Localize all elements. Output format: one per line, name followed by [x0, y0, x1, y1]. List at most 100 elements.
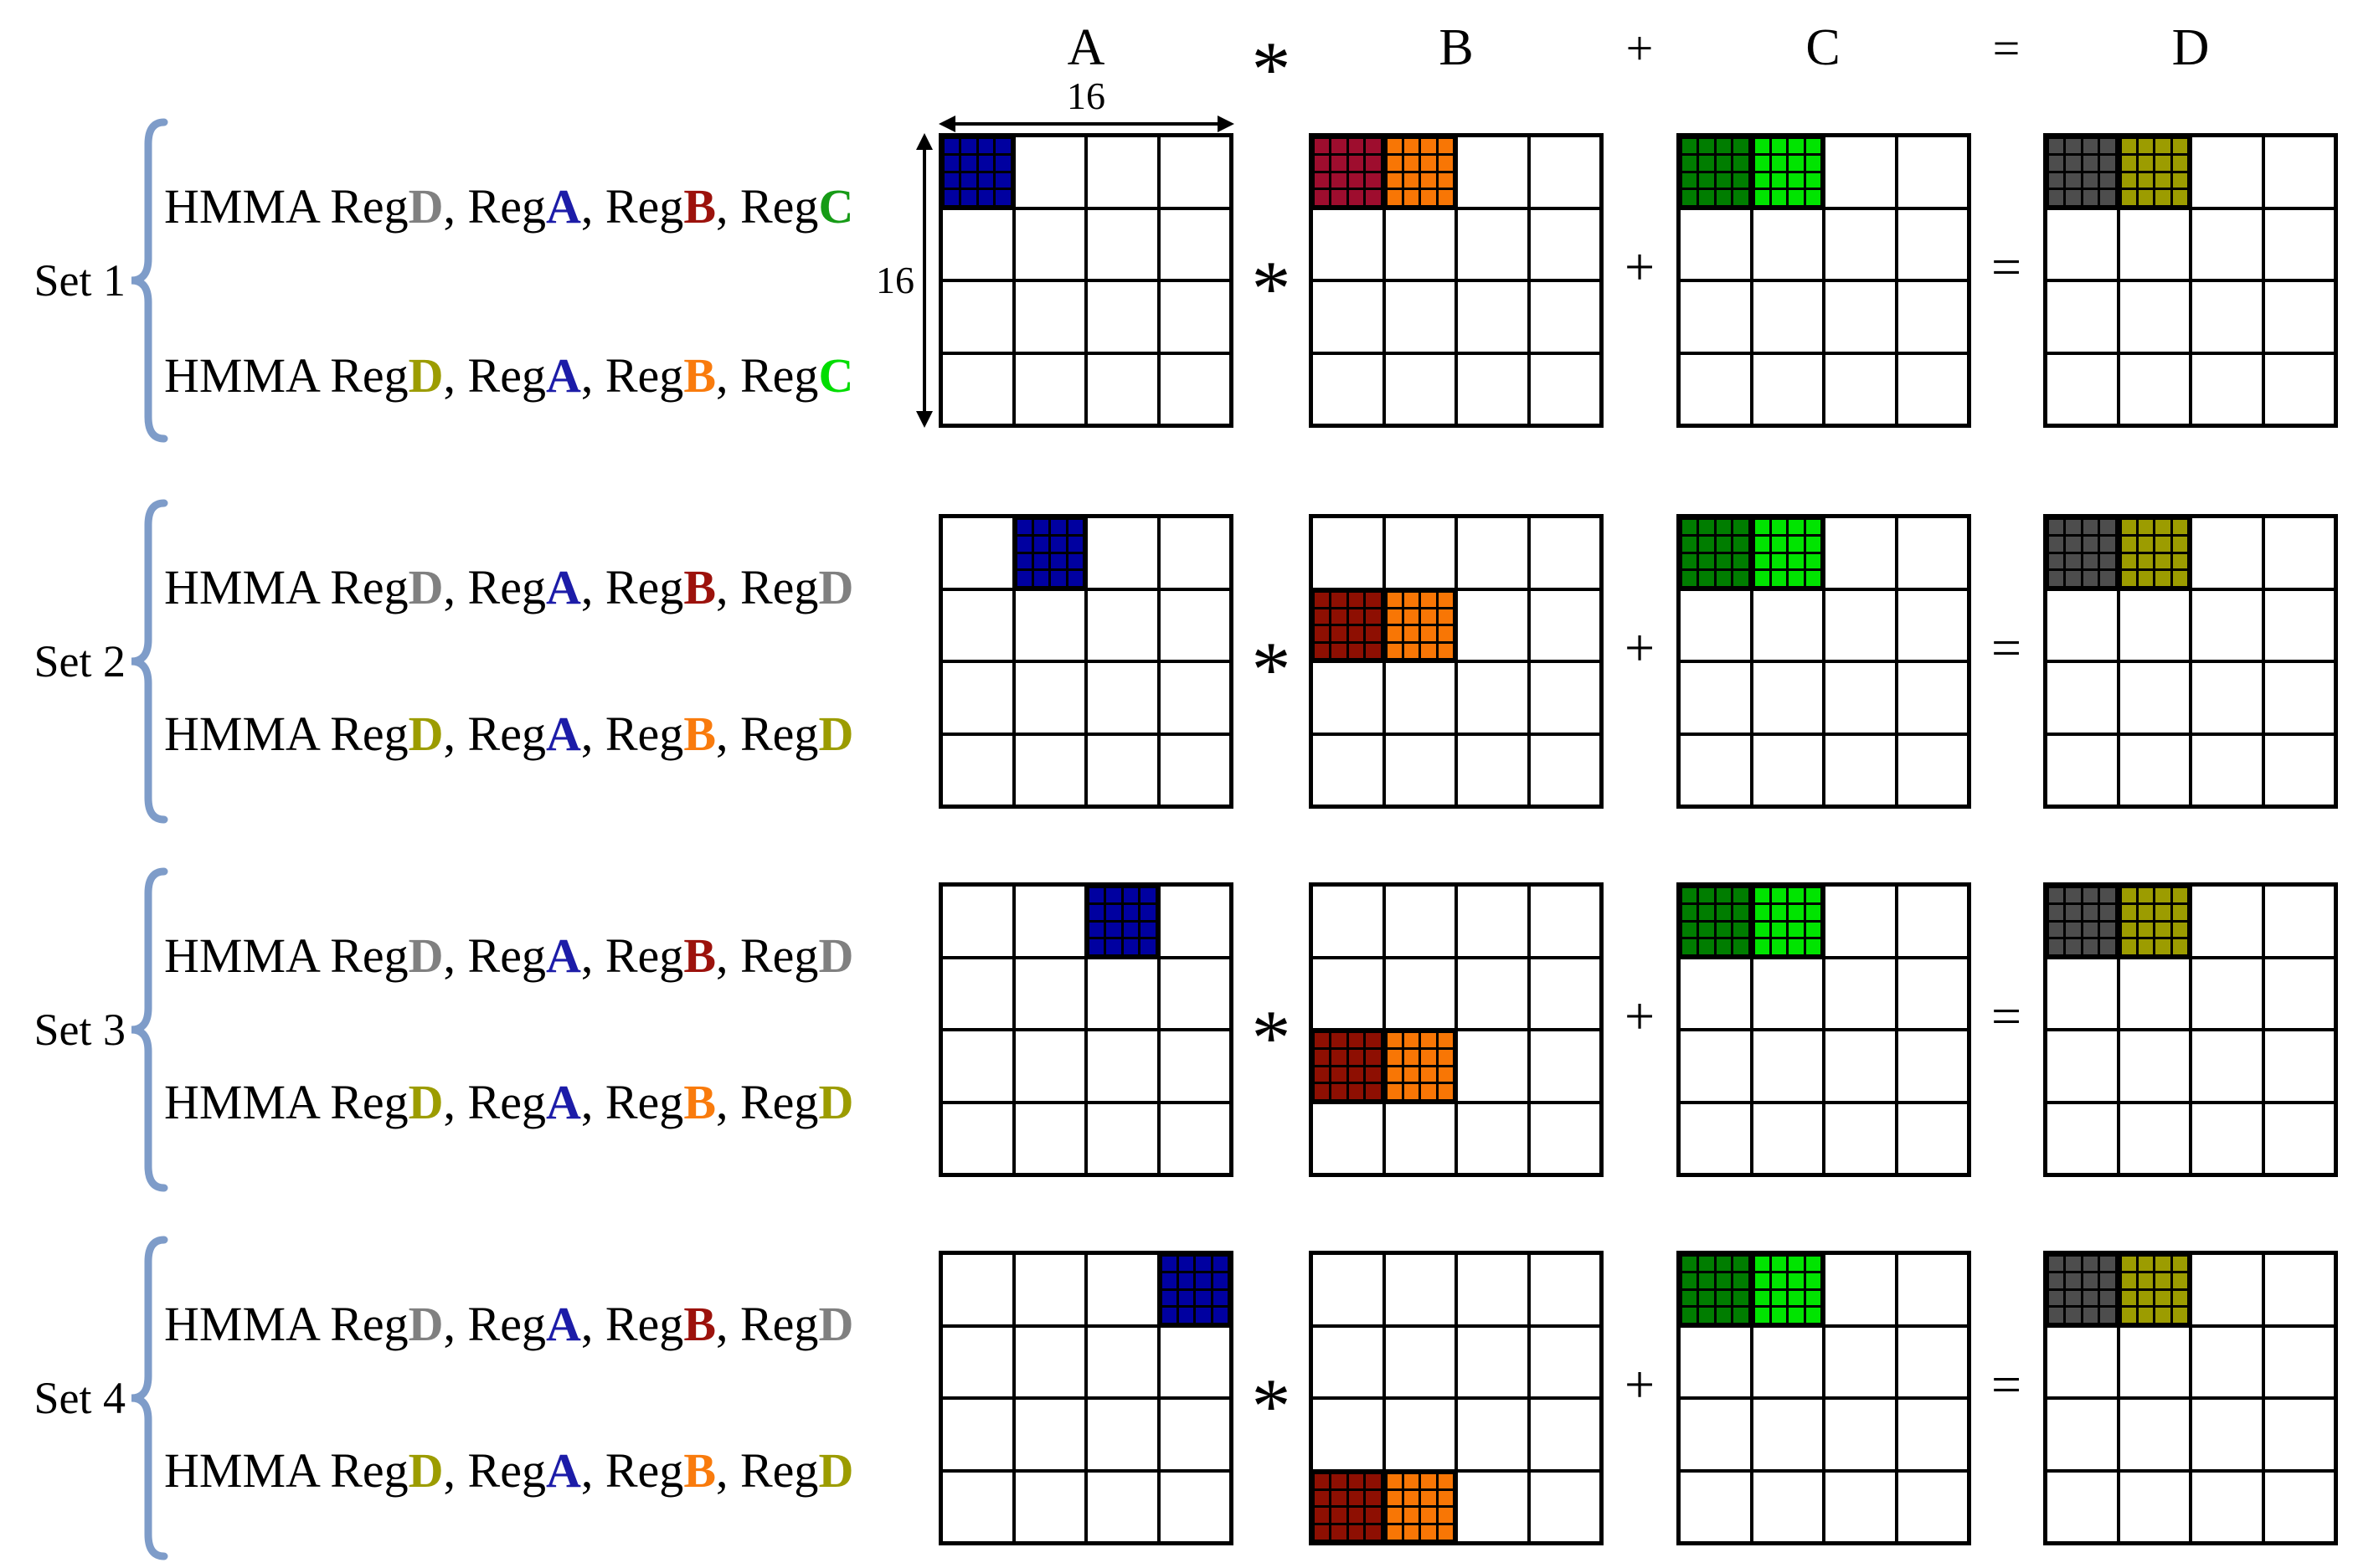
matrix-d-grid: [2043, 133, 2338, 428]
register-letter: A: [545, 348, 581, 403]
mini-cell: [1716, 905, 1732, 920]
matrix-cell: [1530, 959, 1599, 1028]
mini-cell: [2155, 1308, 2170, 1323]
mini-cell: [2083, 520, 2098, 535]
mini-cell: [1771, 553, 1787, 569]
mini-cell: [1196, 1257, 1211, 1272]
mini-cell: [2100, 1257, 2115, 1272]
multiply-glyph: *: [1251, 26, 1291, 113]
matrix-b-grid: [1309, 1251, 1604, 1545]
mini-cell: [2049, 139, 2064, 154]
mini-cell: [1123, 905, 1139, 920]
mini-cell: [1771, 1290, 1787, 1306]
filled-tile: [1015, 518, 1084, 588]
mini-cell: [945, 156, 960, 171]
matrix-cell: [2264, 1255, 2334, 1324]
matrix-cell: [1753, 1327, 1822, 1396]
matrix-cell: [1458, 282, 1527, 352]
mini-cell: [1366, 1473, 1381, 1488]
matrix-cell: [1530, 137, 1599, 207]
mini-cell: [1089, 905, 1104, 920]
mini-cell: [1348, 592, 1364, 607]
mini-cell: [1178, 1257, 1194, 1272]
matrix-cell: [1897, 1255, 1967, 1324]
matrix-cell: [943, 1103, 1012, 1173]
mini-cell: [1771, 537, 1787, 552]
register-letter: D: [818, 1443, 854, 1498]
mini-cell: [2100, 922, 2115, 938]
matrix-cell: [1530, 1031, 1599, 1101]
mini-cell: [1403, 1508, 1419, 1523]
mini-cell: [1438, 190, 1453, 205]
mini-cell: [1754, 1257, 1769, 1272]
hmma-instruction-line: HMMA RegD, RegA, RegB, RegD: [164, 1072, 853, 1133]
mini-cell: [2172, 939, 2187, 954]
mini-cell: [1733, 553, 1748, 569]
mini-cell: [1331, 643, 1346, 658]
mini-cell: [1366, 643, 1381, 658]
matrix-cell: [2119, 590, 2189, 660]
equals-operator: =: [1990, 237, 2022, 296]
instruction-text: , Reg: [443, 1443, 546, 1498]
mini-cell: [1438, 1508, 1453, 1523]
mini-cell: [1716, 156, 1732, 171]
instruction-text: , Reg: [580, 560, 684, 614]
mini-cell: [1438, 1067, 1453, 1082]
filled-tile: [1088, 887, 1157, 956]
mini-cell: [1366, 139, 1381, 154]
mini-cell: [1033, 553, 1049, 569]
matrix-cell: [1458, 735, 1527, 805]
mini-cell: [1789, 537, 1804, 552]
register-letter: B: [683, 707, 716, 761]
matrix-cell: [1897, 1327, 1967, 1396]
matrix-cell: [2192, 959, 2262, 1028]
multiply-operator: *: [1233, 1347, 1309, 1450]
matrix-cell: [1160, 282, 1229, 352]
mini-cell: [1403, 172, 1419, 188]
mini-cell: [2049, 905, 2064, 920]
mini-cell: [2049, 1273, 2064, 1288]
matrix-cell: [1897, 959, 1967, 1028]
matrix-cell: [1385, 282, 1455, 352]
matrix-cell: [2047, 590, 2117, 660]
matrix-cell: [1897, 209, 1967, 279]
mini-cell: [978, 172, 994, 188]
mini-cell: [2066, 939, 2081, 954]
instruction-text: , Reg: [443, 348, 546, 403]
mini-cell: [1438, 609, 1453, 625]
filled-tile: [943, 137, 1012, 207]
mini-cell: [1682, 1257, 1697, 1272]
mini-cell: [2121, 190, 2136, 205]
matrix-d-grid: [2043, 514, 2338, 809]
mini-cell: [2121, 156, 2136, 171]
instruction-text: , Reg: [580, 179, 684, 234]
equals-glyph: =: [1992, 20, 2021, 75]
matrix-cell: [1530, 1255, 1599, 1324]
matrix-cell: [1458, 1327, 1527, 1396]
mini-cell: [1213, 1257, 1228, 1272]
mini-cell: [2066, 172, 2081, 188]
mini-cell: [1331, 1473, 1346, 1488]
mini-cell: [2121, 888, 2136, 903]
mini-cell: [996, 156, 1011, 171]
mini-cell: [1403, 1473, 1419, 1488]
matrix-cell: [1088, 959, 1157, 1028]
mini-cell: [1366, 1067, 1381, 1082]
register-letter: A: [545, 179, 581, 234]
mini-cell: [2121, 553, 2136, 569]
mini-cell: [1771, 922, 1787, 938]
mini-cell: [1716, 172, 1732, 188]
mini-cell: [1331, 156, 1346, 171]
matrix-a-grid: [939, 514, 1233, 809]
mini-cell: [1315, 1033, 1330, 1048]
matrix-b-grid: [1309, 882, 1604, 1177]
matrix-cell: [2047, 282, 2117, 352]
mini-cell: [2138, 571, 2154, 586]
mini-cell: [1438, 1473, 1453, 1488]
matrix-cell: [1458, 959, 1527, 1028]
mini-cell: [1733, 190, 1748, 205]
mini-cell: [1017, 537, 1032, 552]
mini-cell: [1403, 1050, 1419, 1065]
matrix-cell: [2119, 1472, 2189, 1541]
